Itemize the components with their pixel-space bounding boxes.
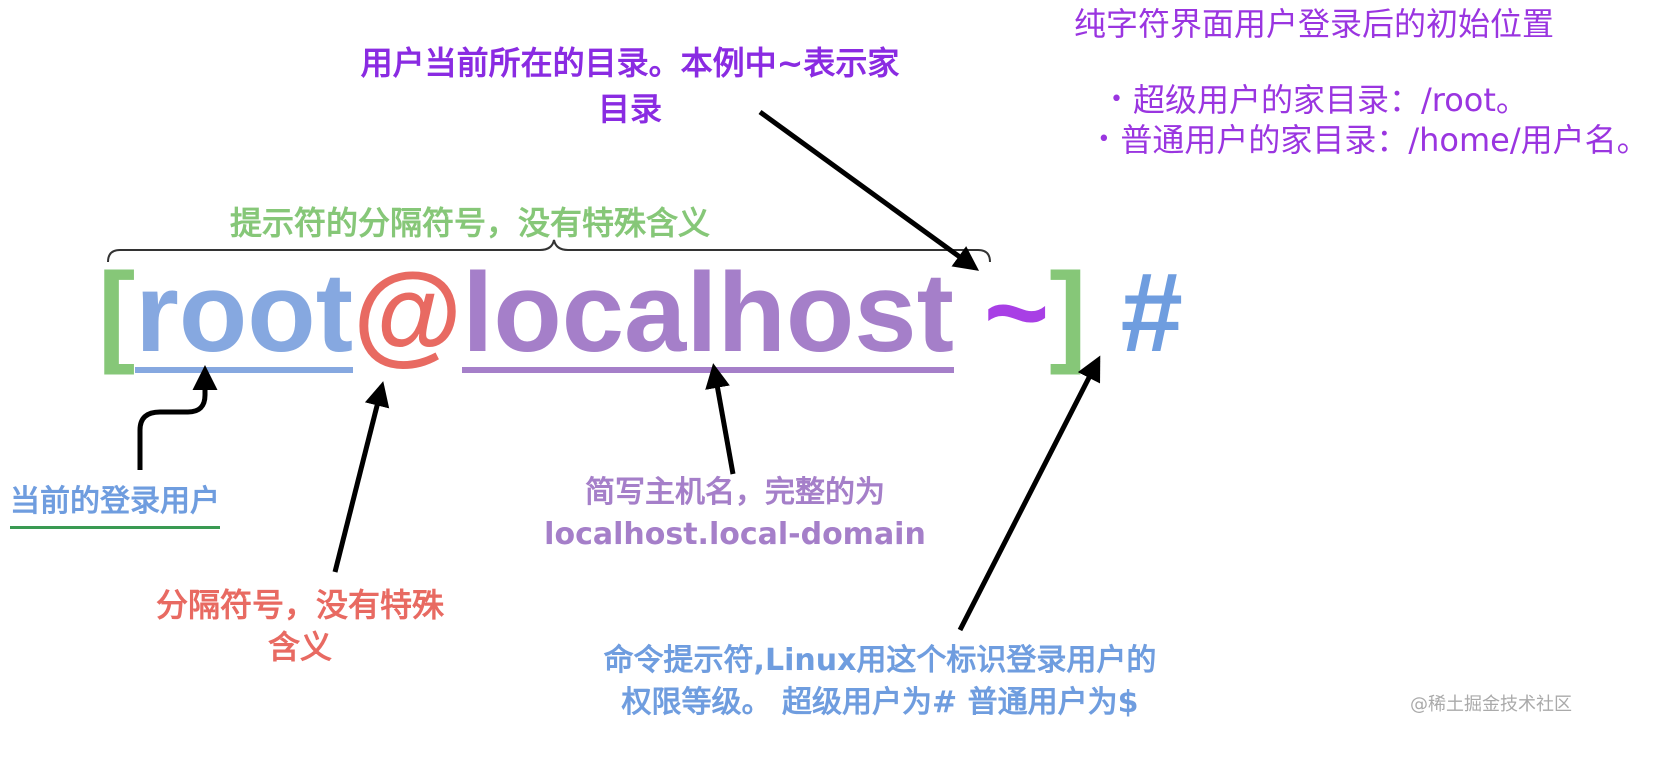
prompt-directory: ~	[983, 250, 1050, 375]
note-bullet-normal: • 普通用户的家目录：/home/用户名。	[1078, 118, 1664, 162]
prompt-open-bracket: [	[98, 250, 136, 375]
watermark: @稀土掘金技术社区	[1410, 694, 1572, 715]
note-bullet-normal-text: 普通用户的家目录：/home/用户名。	[1120, 121, 1649, 159]
login-user-annotation: 当前的登录用户	[10, 476, 220, 529]
prompt-symbol-annotation-line2: 权限等级。 超级用户为# 普通用户为$	[621, 685, 1139, 720]
current-directory-annotation: 用户当前所在的目录。本例中~表示家目录	[360, 44, 900, 128]
prompt-symbol-annotation: 命令提示符,Linux用这个标识登录用户的 权限等级。 超级用户为# 普通用户为…	[520, 640, 1240, 724]
hostname-annotation-line1: 简写主机名，完整的为	[585, 475, 885, 510]
arrow-to-prompt-symbol	[957, 355, 1101, 632]
note-bullet-root: • 超级用户的家目录：/root。	[1110, 78, 1528, 122]
prompt-symbol-annotation-line1: 命令提示符,Linux用这个标识登录用户的	[603, 643, 1157, 678]
at-sign-annotation: 分隔符号，没有特殊含义	[155, 586, 444, 666]
hostname-annotation: 简写主机名，完整的为 localhost.local-domain	[530, 472, 940, 556]
arrow-to-user	[137, 365, 218, 470]
prompt-at-sign: @	[353, 250, 463, 375]
hostname-annotation-line2: localhost.local-domain	[544, 517, 926, 552]
shell-prompt: [root@localhost~]#	[98, 248, 1183, 388]
separator-brace	[107, 239, 991, 263]
bullet-icon: •	[1110, 87, 1123, 112]
prompt-user: root	[135, 250, 354, 375]
bullet-icon: •	[1097, 127, 1111, 152]
arrow-to-at-sign	[332, 381, 390, 573]
arrow-to-host	[705, 363, 736, 475]
arrow-to-directory	[758, 109, 980, 271]
note-title: 纯字符界面用户登录后的初始位置	[1074, 5, 1555, 43]
separator-annotation: 提示符的分隔符号，没有特殊含义	[230, 204, 711, 242]
prompt-symbol: #	[1120, 250, 1183, 375]
note-bullet-root-text: 超级用户的家目录：/root。	[1132, 81, 1528, 119]
prompt-close-bracket: ]	[1049, 250, 1087, 375]
